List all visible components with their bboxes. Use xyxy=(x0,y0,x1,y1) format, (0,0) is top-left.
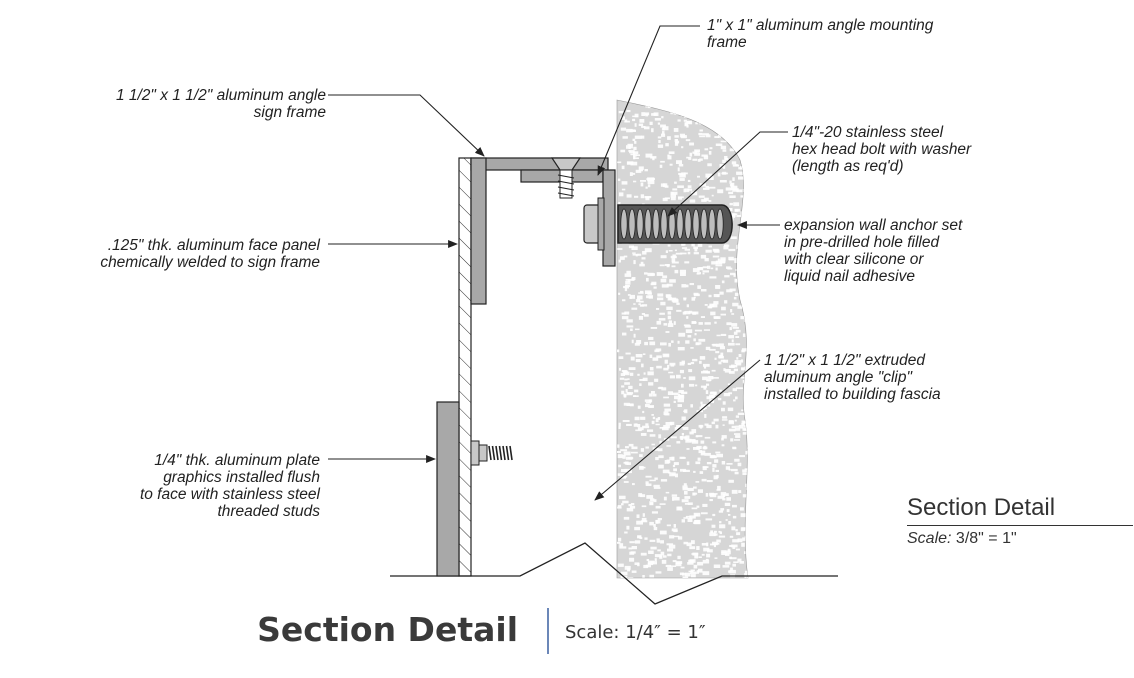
sign-frame-leg xyxy=(470,157,487,305)
label-line: in pre-drilled hole filled xyxy=(784,234,940,251)
detail-scale-value: 3/8" = 1" xyxy=(955,530,1017,547)
leader-mount-frame xyxy=(597,25,700,176)
label-line: sign frame xyxy=(253,104,326,121)
footer-divider xyxy=(547,608,549,654)
ground-break-line xyxy=(390,542,838,605)
detail-title-rule xyxy=(907,525,1133,526)
label-mounting-frame: 1" x 1" aluminum angle mounting frame xyxy=(707,17,933,51)
label-line: frame xyxy=(707,34,747,51)
leader-sign-frame xyxy=(328,94,485,157)
label-expansion-anchor: expansion wall anchor set in pre-drilled… xyxy=(784,217,962,285)
footer-title: Section Detail xyxy=(257,610,518,649)
detail-scale-label: Scale: xyxy=(907,530,952,547)
label-line: 1 1/2" x 1 1/2" extruded xyxy=(764,352,925,369)
aluminum-plate xyxy=(436,401,460,577)
label-angle-clip: 1 1/2" x 1 1/2" extruded aluminum angle … xyxy=(764,352,941,403)
leader-bolt xyxy=(667,131,788,217)
label-line: 1/4" thk. aluminum plate xyxy=(154,452,320,469)
label-line: expansion wall anchor set xyxy=(784,217,963,234)
countersunk-screw-thread xyxy=(557,169,575,199)
label-sign-frame: 1 1/2" x 1 1/2" aluminum angle sign fram… xyxy=(116,87,326,121)
label-line: liquid nail adhesive xyxy=(784,268,915,285)
label-line: hex head bolt with washer xyxy=(792,141,972,158)
detail-title: Section Detail xyxy=(907,494,1056,521)
bolt-washer xyxy=(597,197,605,251)
label-line: threaded studs xyxy=(217,503,320,520)
leader-lines xyxy=(328,25,788,501)
label-line: 1 1/2" x 1 1/2" aluminum angle xyxy=(115,87,326,104)
label-line: chemically welded to sign frame xyxy=(100,254,320,271)
label-hex-bolt: 1/4"-20 stainless steel hex head bolt wi… xyxy=(792,124,971,175)
threaded-stud xyxy=(470,440,513,466)
label-aluminum-plate: 1/4" thk. aluminum plate graphics instal… xyxy=(140,452,320,520)
leader-clip xyxy=(594,359,761,501)
label-line: 1" x 1" aluminum angle mounting xyxy=(707,17,934,34)
label-line: (length as req'd) xyxy=(792,158,904,175)
mounting-frame-leg xyxy=(602,169,616,267)
label-line: .125" thk. aluminum face panel xyxy=(107,237,320,254)
expansion-anchor xyxy=(617,204,733,244)
label-line: to face with stainless steel xyxy=(139,486,320,503)
label-line: graphics installed flush xyxy=(163,469,320,486)
face-panel xyxy=(458,157,472,577)
detail-scale: Scale: 3/8" = 1" xyxy=(907,530,1017,548)
footer-scale: Scale: 1/4″ = 1″ xyxy=(565,622,706,643)
building-fascia xyxy=(616,99,749,579)
label-line: with clear silicone or xyxy=(784,251,924,268)
label-line: installed to building fascia xyxy=(764,386,941,403)
label-line: aluminum angle "clip" xyxy=(764,369,912,386)
label-line: 1/4"-20 stainless steel xyxy=(792,124,944,141)
label-face-panel: .125" thk. aluminum face panel chemicall… xyxy=(100,237,320,271)
sign-frame-top-flange xyxy=(470,157,609,171)
